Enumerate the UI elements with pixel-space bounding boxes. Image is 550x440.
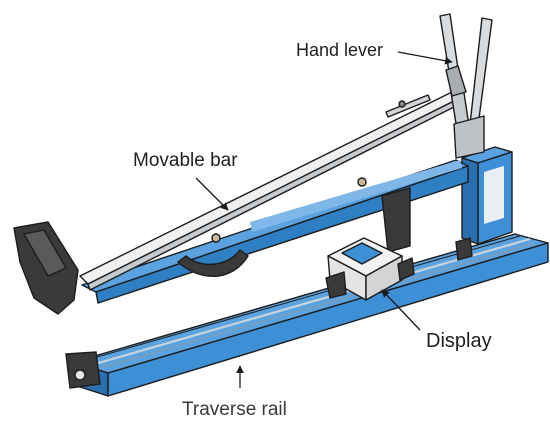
leader-movable-bar — [195, 177, 229, 211]
label-movable-bar: Movable bar — [133, 150, 238, 171]
leader-hand-lever — [397, 51, 453, 65]
movable-bar — [79, 91, 461, 291]
leader-lines — [195, 51, 453, 388]
bar-support — [176, 187, 411, 277]
label-display: Display — [426, 330, 492, 352]
label-hand-lever: Hand lever — [296, 40, 384, 60]
leader-display — [381, 289, 421, 331]
hand-lever-assembly — [439, 13, 493, 159]
upright-column — [461, 146, 513, 245]
display-unit — [325, 237, 415, 301]
rail-end-cap — [65, 351, 101, 389]
label-traverse-rail: Traverse rail — [182, 399, 287, 420]
jaw-clamp — [13, 221, 79, 315]
rail-block-right — [455, 237, 473, 261]
